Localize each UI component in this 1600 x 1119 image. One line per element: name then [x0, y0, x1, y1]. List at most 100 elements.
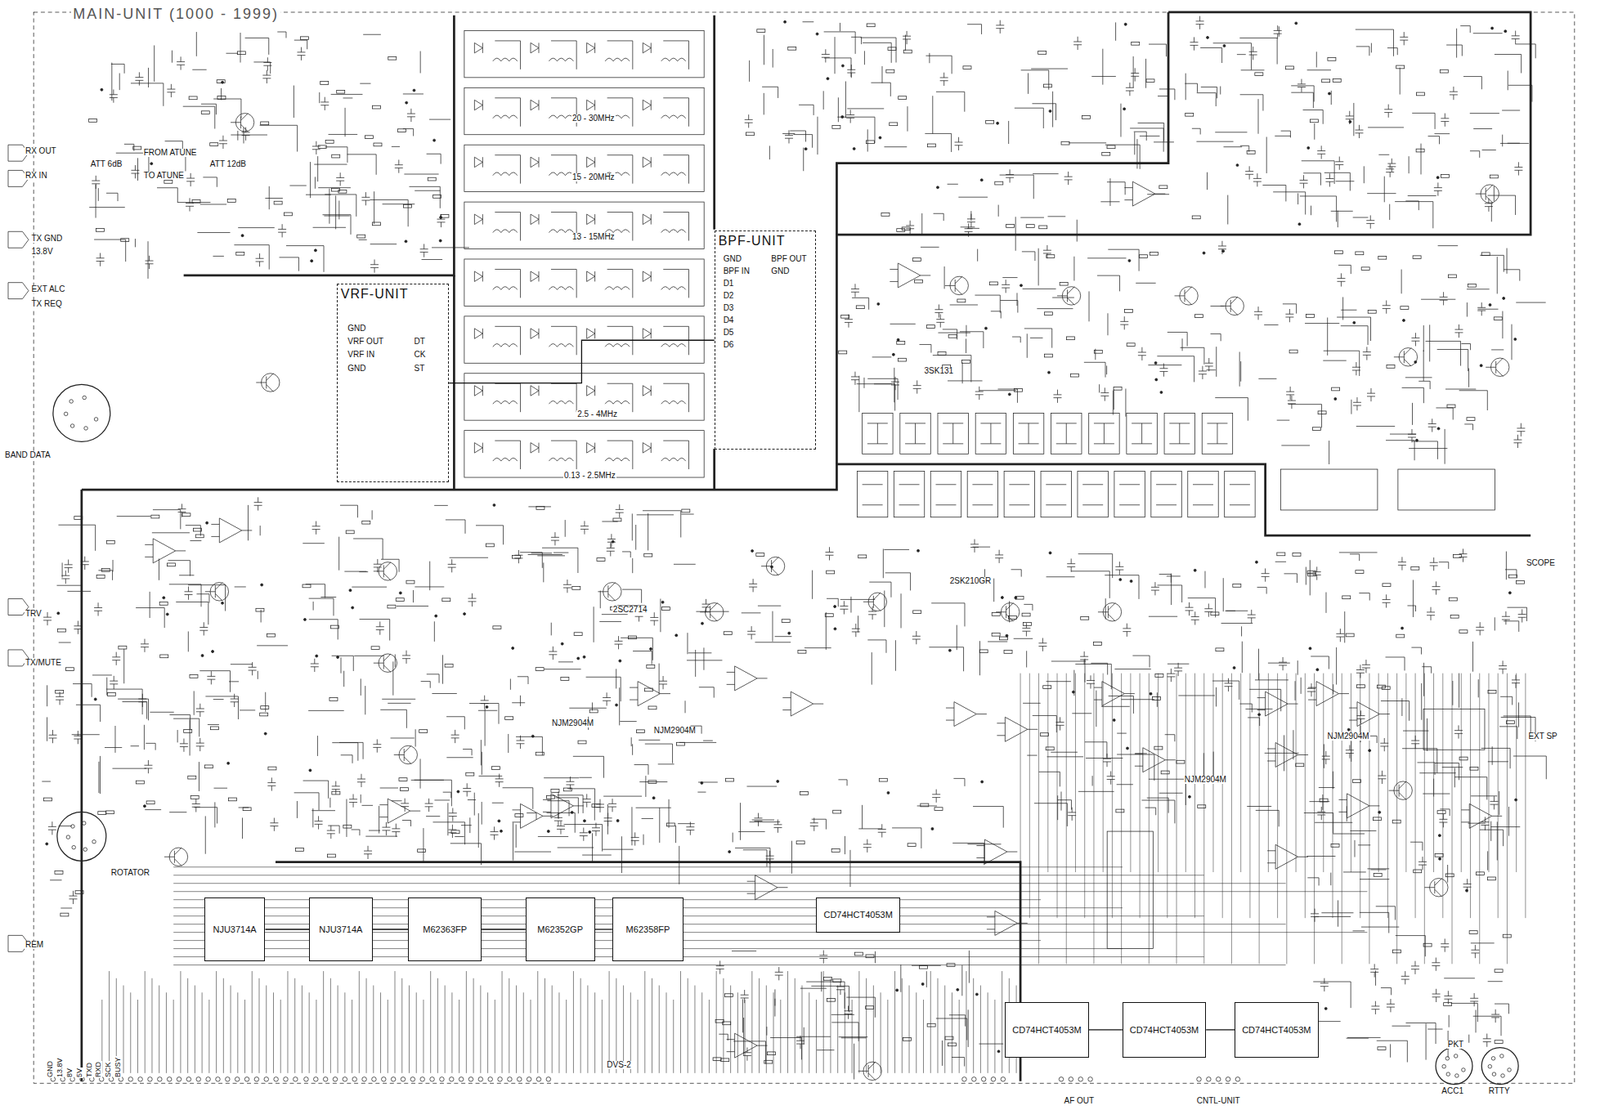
junction-dot	[1295, 22, 1298, 25]
junction-dot	[577, 657, 580, 660]
junction-dot	[1222, 250, 1225, 253]
wire	[601, 521, 618, 523]
resistor-symbol	[1102, 152, 1111, 156]
resistor-symbol	[1071, 373, 1080, 377]
capacitor-symbol	[614, 636, 623, 650]
wire	[872, 356, 892, 358]
wire	[481, 802, 483, 825]
wire	[1344, 611, 1345, 643]
junction-dot	[1438, 834, 1441, 838]
wire	[214, 802, 216, 828]
resistor-symbol	[1045, 747, 1054, 751]
resistor-symbol	[979, 649, 988, 654]
wire	[1159, 573, 1172, 583]
wire	[1420, 299, 1456, 301]
wire	[421, 681, 431, 689]
diode-symbol	[474, 385, 483, 396]
junction-dot	[878, 136, 882, 139]
resistor-symbol	[824, 614, 834, 618]
junction-dot	[1193, 569, 1197, 572]
capacitor-symbol	[912, 631, 921, 645]
wire	[789, 130, 806, 142]
bus-wire	[144, 971, 146, 1074]
wire	[681, 514, 694, 516]
wire	[602, 849, 633, 851]
wire	[645, 775, 646, 798]
resistor-symbol	[1355, 251, 1364, 256]
wire	[1014, 107, 1044, 129]
wire	[1496, 256, 1498, 294]
wire	[1290, 92, 1314, 108]
wire	[997, 389, 1018, 404]
resistor-symbol	[1440, 174, 1449, 179]
capacitor-symbol	[1434, 182, 1443, 196]
wire	[1444, 429, 1446, 465]
wire	[1491, 202, 1493, 222]
resistor-symbol	[1327, 57, 1336, 61]
relay-symbol	[1089, 412, 1120, 454]
wire	[899, 484, 920, 506]
resistor-symbol	[1043, 84, 1052, 88]
capacitor-symbol	[868, 606, 877, 620]
junction-dot	[162, 596, 166, 600]
wire	[851, 297, 870, 310]
wire	[569, 708, 606, 709]
junction-dot	[997, 1050, 1000, 1054]
bus-wire	[508, 978, 510, 1074]
resistor-symbol	[273, 201, 283, 205]
diode-symbol	[587, 385, 596, 396]
connector-pin	[92, 839, 96, 843]
wire	[1275, 561, 1287, 563]
wire	[919, 344, 932, 353]
bus-wire	[601, 999, 603, 1074]
wire	[890, 323, 916, 325]
wire	[370, 243, 397, 245]
capacitor-symbol	[1440, 113, 1449, 127]
resistor-symbol	[1043, 685, 1052, 690]
resistor-symbol	[948, 334, 957, 338]
wire	[937, 332, 970, 334]
resistor-symbol	[1400, 306, 1409, 310]
junction-dot	[1047, 371, 1050, 374]
capacitor-symbol	[61, 570, 70, 584]
resistor-symbol	[1317, 411, 1327, 415]
capacitor-symbol	[1370, 963, 1379, 978]
bus-wire	[479, 985, 481, 1074]
bus-wire	[658, 985, 660, 1074]
junction-dot	[776, 779, 780, 783]
junction-dot	[1000, 596, 1004, 600]
resistor-symbol	[373, 143, 382, 147]
capacitor-symbol	[748, 578, 758, 592]
resistor-symbol	[546, 795, 555, 799]
wire	[631, 737, 632, 747]
wire	[881, 66, 883, 84]
wire	[345, 799, 347, 838]
wire	[149, 591, 151, 619]
wire	[390, 737, 415, 739]
wire	[294, 40, 308, 50]
capacitor-symbol	[1371, 1001, 1380, 1015]
wire	[213, 98, 242, 119]
wire	[968, 950, 970, 984]
transistor-leads	[1057, 286, 1075, 305]
wire	[469, 703, 499, 724]
wire	[1196, 93, 1216, 107]
wire	[46, 685, 48, 707]
resistor-symbol	[1081, 116, 1090, 120]
wire	[1425, 340, 1462, 366]
resistor-symbol	[398, 778, 408, 782]
junction-dot	[1514, 798, 1518, 802]
wire	[1277, 420, 1291, 422]
wire	[1466, 302, 1468, 317]
wire	[1322, 794, 1323, 811]
wire	[1331, 90, 1332, 105]
resistor-symbol	[1197, 805, 1206, 809]
junction-dot	[546, 830, 550, 834]
wire	[114, 726, 116, 753]
resistor-symbol	[118, 645, 127, 650]
wire	[1221, 622, 1254, 624]
junction-dot	[1402, 318, 1405, 322]
resistor-symbol	[183, 730, 193, 734]
wire	[1292, 730, 1294, 760]
capacitor-symbol	[1356, 710, 1365, 724]
